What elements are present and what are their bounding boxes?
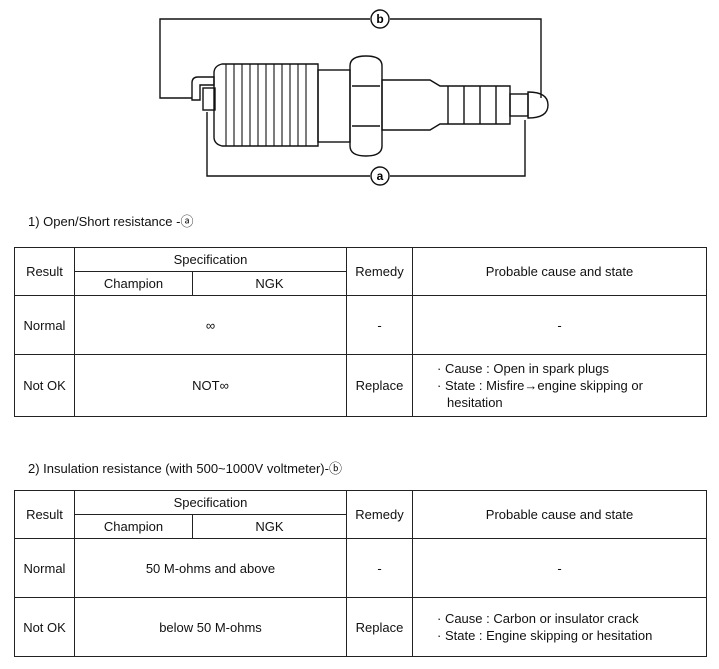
ground-electrode bbox=[191, 76, 215, 101]
cause-line: hesitation bbox=[447, 395, 503, 410]
open-short-table: Result Specification Remedy Probable cau… bbox=[14, 247, 707, 417]
insulator bbox=[381, 79, 511, 131]
section2-title: 2) Insulation resistance (with 500~1000V… bbox=[28, 461, 342, 476]
label-b-circle: b bbox=[370, 9, 390, 29]
cause-line: · Cause : Carbon or insulator crack bbox=[437, 611, 639, 626]
header-specification: Specification bbox=[74, 490, 347, 515]
wire-b-right bbox=[390, 18, 542, 98]
shell bbox=[317, 69, 351, 143]
header-ngk: NGK bbox=[192, 271, 347, 296]
cell-result: Normal bbox=[14, 538, 75, 598]
cell-remedy: Replace bbox=[346, 354, 413, 417]
header-result: Result bbox=[14, 247, 75, 296]
threaded-body bbox=[213, 63, 319, 147]
header-cause: Probable cause and state bbox=[412, 247, 707, 296]
table-row: Not OK NOT∞ Replace · Cause : Open in sp… bbox=[14, 354, 707, 417]
wire-a-right bbox=[390, 120, 526, 177]
label-b: b bbox=[376, 12, 383, 26]
cell-spec: below 50 M-ohms bbox=[74, 597, 347, 657]
header-remedy: Remedy bbox=[346, 490, 413, 539]
cause-line: · Cause : Open in spark plugs bbox=[437, 361, 609, 376]
table-row: Normal 50 M-ohms and above - - bbox=[14, 538, 707, 598]
label-a-circle: a bbox=[370, 166, 390, 186]
cell-result: Not OK bbox=[14, 597, 75, 657]
label-a: a bbox=[377, 169, 384, 183]
spark-plug-diagram: b a bbox=[159, 9, 549, 186]
header-champion: Champion bbox=[74, 514, 193, 539]
header-result: Result bbox=[14, 490, 75, 539]
header-champion: Champion bbox=[74, 271, 193, 296]
header-ngk: NGK bbox=[192, 514, 347, 539]
cell-cause: - bbox=[412, 538, 707, 598]
header-specification: Specification bbox=[74, 247, 347, 272]
table-row: Normal ∞ - - bbox=[14, 295, 707, 355]
cause-line: · State : Misfire→engine skipping or bbox=[437, 378, 643, 393]
cell-spec: 50 M-ohms and above bbox=[74, 538, 347, 598]
cell-cause: · Cause : Open in spark plugs · State : … bbox=[412, 354, 707, 417]
table-row: Not OK below 50 M-ohms Replace · Cause :… bbox=[14, 597, 707, 657]
terminal-stem bbox=[509, 93, 529, 117]
cell-result: Normal bbox=[14, 295, 75, 355]
header-cause: Probable cause and state bbox=[412, 490, 707, 539]
cell-spec: ∞ bbox=[74, 295, 347, 355]
wire-a-left bbox=[206, 112, 370, 177]
wire-b-left bbox=[159, 18, 370, 99]
cause-line: · State : Engine skipping or hesitation bbox=[437, 628, 653, 643]
cell-spec: NOT∞ bbox=[74, 354, 347, 417]
cell-remedy: Replace bbox=[346, 597, 413, 657]
terminal-nut bbox=[527, 91, 549, 119]
cell-remedy: - bbox=[346, 295, 413, 355]
header-remedy: Remedy bbox=[346, 247, 413, 296]
cell-cause: · Cause : Carbon or insulator crack · St… bbox=[412, 597, 707, 657]
insulation-table: Result Specification Remedy Probable cau… bbox=[14, 490, 707, 657]
cell-remedy: - bbox=[346, 538, 413, 598]
section1-title: 1) Open/Short resistance -ⓐ bbox=[28, 214, 194, 229]
hex-nut bbox=[349, 55, 383, 157]
cell-cause: - bbox=[412, 295, 707, 355]
cell-result: Not OK bbox=[14, 354, 75, 417]
center-electrode bbox=[202, 87, 216, 111]
